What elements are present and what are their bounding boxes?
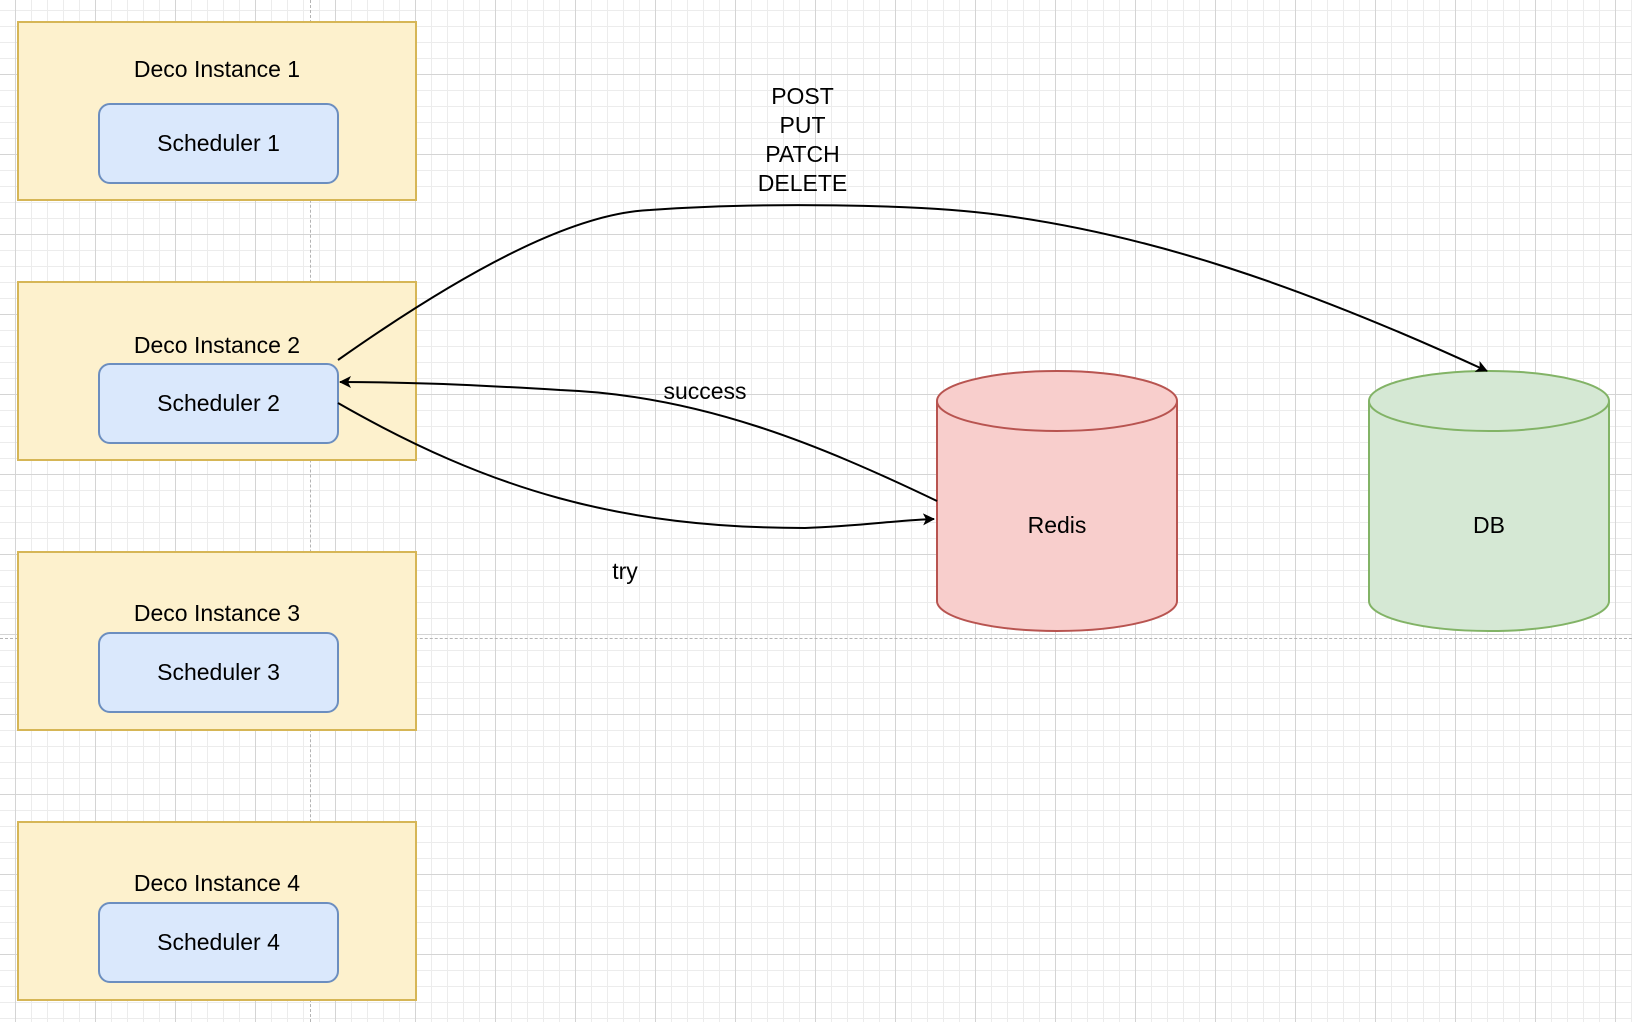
redis-label: Redis	[1027, 512, 1087, 538]
try-arrow[interactable]	[337, 402, 935, 530]
success-label: success	[663, 378, 747, 404]
db-label: DB	[1473, 512, 1505, 538]
vertical-guide-line	[310, 0, 311, 1022]
scheduler-4[interactable]: Scheduler 4	[98, 902, 339, 983]
method-delete: DELETE	[757, 170, 848, 196]
write-methods-label: POST PUT PATCH DELETE	[720, 82, 885, 198]
redis-cylinder-body	[936, 401, 1178, 632]
db-cylinder-top	[1368, 370, 1610, 432]
scheduler-1[interactable]: Scheduler 1	[98, 103, 339, 184]
deco-instance-1-label: Deco Instance 1	[133, 56, 301, 82]
deco-instance-4-label: Deco Instance 4	[133, 870, 301, 896]
redis-cylinder[interactable]	[936, 370, 1178, 632]
db-cylinder-body	[1368, 401, 1610, 632]
deco-instance-3[interactable]: Deco Instance 3 Scheduler 3	[17, 551, 417, 731]
scheduler-2[interactable]: Scheduler 2	[98, 363, 339, 444]
scheduler-3[interactable]: Scheduler 3	[98, 632, 339, 713]
redis-cylinder-top	[936, 370, 1178, 432]
try-label: try	[612, 558, 638, 584]
deco-instance-1[interactable]: Deco Instance 1 Scheduler 1	[17, 21, 417, 201]
deco-instance-4[interactable]: Deco Instance 4 Scheduler 4	[17, 821, 417, 1001]
horizontal-guide-line	[0, 638, 1632, 639]
write-arrow[interactable]	[337, 204, 1488, 372]
method-patch: PATCH	[765, 141, 840, 167]
method-put: PUT	[779, 112, 826, 138]
deco-instance-3-label: Deco Instance 3	[133, 600, 301, 626]
db-cylinder[interactable]	[1368, 370, 1610, 632]
deco-instance-2-label: Deco Instance 2	[133, 332, 301, 358]
success-arrow[interactable]	[339, 376, 938, 502]
deco-instance-2[interactable]: Deco Instance 2 Scheduler 2	[17, 281, 417, 461]
method-post: POST	[771, 83, 834, 109]
